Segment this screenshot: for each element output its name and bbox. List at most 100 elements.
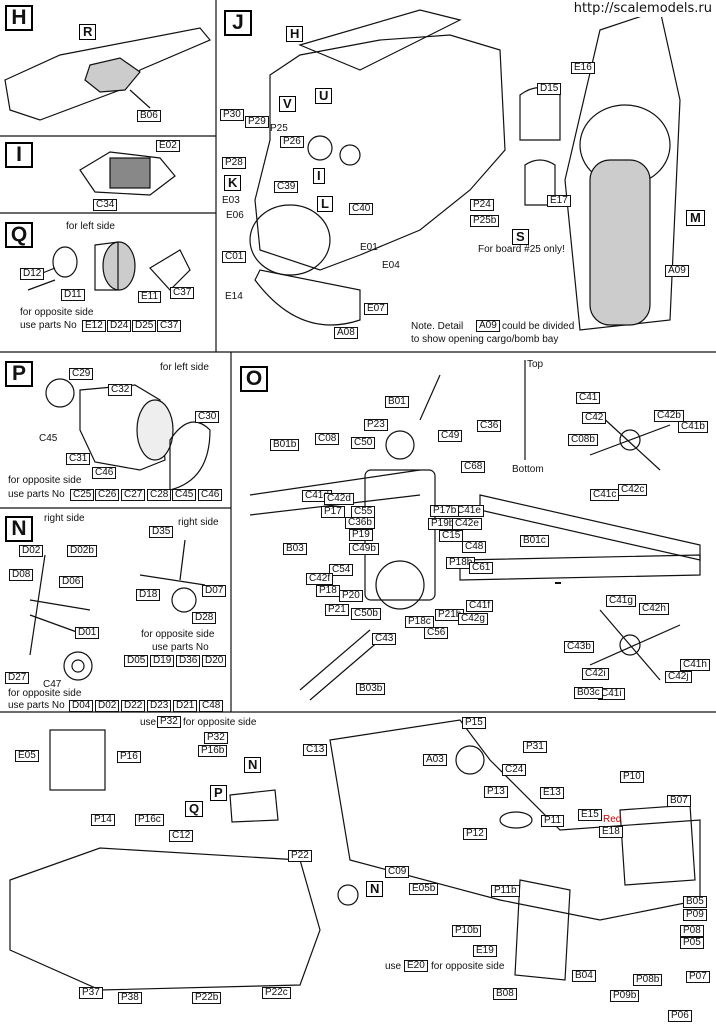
- part-label: C46: [198, 489, 223, 501]
- part-label: P08: [680, 925, 704, 937]
- part-label: B03c: [574, 687, 603, 699]
- part-label: B08: [493, 988, 517, 1000]
- part-label: C48: [462, 541, 487, 553]
- part-label: P15: [462, 717, 486, 729]
- part-label: P13: [484, 786, 508, 798]
- part-label: C27: [121, 489, 146, 501]
- note-text: for left side: [160, 362, 209, 373]
- part-label: P18: [316, 585, 340, 597]
- part-label: E18: [599, 826, 623, 838]
- part-label: B01b: [270, 439, 300, 451]
- part-label: E13: [540, 787, 564, 799]
- part-label: C15: [439, 530, 464, 542]
- part-label: P23: [364, 419, 388, 431]
- part-label: C49: [438, 430, 463, 442]
- part-label: [555, 582, 561, 584]
- part-label: D35: [149, 526, 174, 538]
- part-label: C42c: [618, 484, 648, 496]
- part-label: D24: [107, 320, 132, 332]
- part-label: D04: [69, 700, 94, 712]
- part-label: C42i: [582, 668, 609, 680]
- callout-m: M: [686, 210, 705, 226]
- callout-h: H: [286, 26, 304, 42]
- section-label-o: O: [240, 366, 268, 392]
- part-label: P18c: [405, 616, 434, 628]
- part-label: C41e: [454, 505, 484, 517]
- part-label: C46: [92, 467, 117, 479]
- part-label: C09: [385, 866, 410, 878]
- part-label: C41f: [466, 600, 494, 612]
- note-text: for opposite side: [141, 629, 215, 640]
- part-label: C43b: [564, 641, 594, 653]
- part-label: D21: [173, 700, 198, 712]
- callout-n: N: [244, 757, 262, 773]
- callout-u: U: [315, 88, 333, 104]
- part-label: E02: [156, 140, 180, 152]
- part-label: C32: [108, 384, 133, 396]
- part-label: P11b: [491, 885, 520, 897]
- part-label: D02b: [67, 545, 97, 557]
- part-label: B04: [572, 970, 596, 982]
- part-label: P21: [325, 604, 349, 616]
- section-label-i: I: [5, 142, 33, 168]
- part-label: B07: [667, 795, 691, 807]
- part-label: C42: [582, 412, 607, 424]
- part-label: C61: [469, 562, 494, 574]
- part-label: P05: [680, 937, 704, 949]
- part-label: P25: [270, 123, 288, 134]
- callout-p: P: [210, 785, 227, 801]
- note-ref: A09: [476, 320, 500, 332]
- part-label: D08: [9, 569, 34, 581]
- part-label: C30: [195, 411, 220, 423]
- part-label: P19: [349, 529, 373, 541]
- part-label: E12: [82, 320, 106, 332]
- part-label: C39: [274, 181, 299, 193]
- part-label: C68: [461, 461, 486, 473]
- part-label: P16c: [135, 814, 164, 826]
- part-label: C28: [147, 489, 172, 501]
- part-label: C42f: [306, 573, 334, 585]
- callout-q: Q: [185, 801, 204, 817]
- part-label: C42d: [324, 493, 354, 505]
- callout-i: I: [313, 168, 325, 184]
- part-label: P31: [523, 741, 547, 753]
- callout-s: S: [512, 229, 529, 245]
- part-label: E07: [364, 303, 388, 315]
- part-label: P09b: [610, 990, 640, 1002]
- part-label: B03b: [356, 683, 386, 695]
- part-label: E05: [15, 750, 39, 762]
- part-label: D28: [192, 612, 217, 624]
- part-label: C42j: [665, 671, 692, 683]
- part-label: P32: [204, 732, 228, 744]
- part-label: D20: [202, 655, 227, 667]
- part-label: P16b: [198, 745, 228, 757]
- part-label: C41: [576, 392, 601, 404]
- callout-v: V: [279, 96, 296, 112]
- part-label: C45: [172, 489, 197, 501]
- note-text: for left side: [66, 221, 115, 232]
- section-label-h: H: [5, 5, 33, 31]
- part-label: C50b: [351, 608, 381, 620]
- part-label: C42b: [654, 410, 684, 422]
- part-label: D15: [537, 83, 562, 95]
- section-label-p: P: [5, 361, 33, 387]
- part-label: P10: [620, 771, 644, 783]
- part-label: D22: [121, 700, 146, 712]
- part-label: P29: [245, 116, 269, 128]
- part-label: C01: [222, 251, 247, 263]
- part-label: C49b: [349, 543, 379, 555]
- part-label: D06: [59, 576, 84, 588]
- part-label: B03: [283, 543, 307, 555]
- part-label: C12: [169, 830, 194, 842]
- note-text: use parts No: [8, 489, 65, 500]
- part-label: D01: [75, 627, 100, 639]
- part-label: D23: [147, 700, 172, 712]
- part-label: E17: [547, 195, 571, 207]
- part-label: D07: [202, 585, 227, 597]
- part-label: P24: [470, 199, 494, 211]
- part-label: C13: [303, 744, 328, 756]
- note-ref: E20: [404, 960, 428, 972]
- part-label: P30: [220, 109, 244, 121]
- part-label: B01c: [520, 535, 549, 547]
- board-note: For board #25 only!: [478, 244, 565, 255]
